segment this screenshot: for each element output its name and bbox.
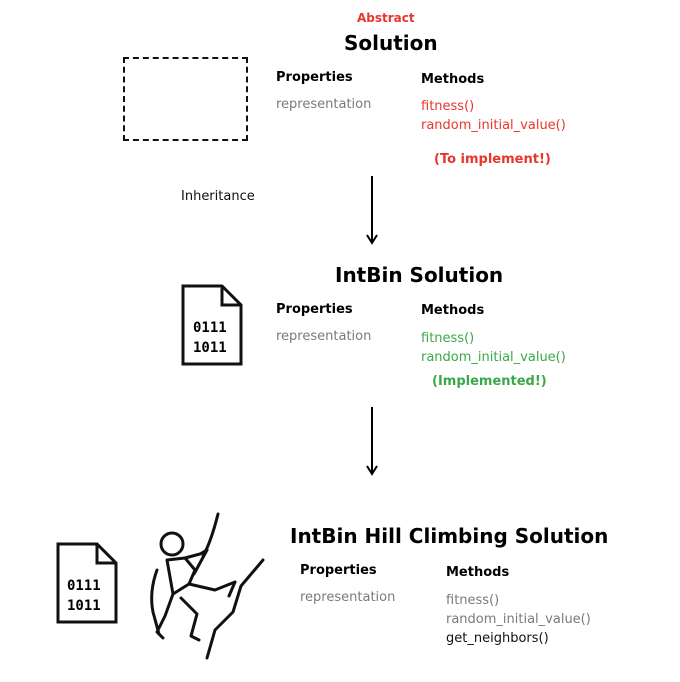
solution-properties-header: Properties [276,70,353,85]
intbin-title: IntBin Solution [335,263,504,287]
to-implement-note: (To implement!) [434,152,551,167]
inheritance-label: Inheritance [181,189,255,204]
hill-climbing-title: IntBin Hill Climbing Solution [290,524,609,548]
intbin-icon-binary-text: 0111 1011 [193,318,227,358]
abstract-label: Abstract [357,11,415,25]
intbin-methods-header: Methods [421,303,485,318]
solution-methods-list: fitness() random_initial_value() [421,97,566,135]
intbin-property: representation [276,329,372,344]
intbin-methods-list: fitness() random_initial_value() [421,329,566,367]
hill-inherited-method: random_initial_value() [446,612,591,627]
solution-title: Solution [344,31,438,55]
hill-property: representation [300,590,396,605]
hill-methods-header: Methods [446,565,510,580]
hill-new-method: get_neighbors() [446,631,549,646]
solution-methods-header: Methods [421,72,485,87]
solution-method: random_initial_value() [421,118,566,133]
solution-method: fitness() [421,99,475,114]
hill-inherited-method: fitness() [446,593,500,608]
hill-properties-header: Properties [300,563,377,578]
binary-line: 0111 [193,320,227,336]
hill-methods-list: fitness() random_initial_value() get_nei… [446,591,591,648]
binary-line: 0111 [67,578,101,594]
abstract-placeholder-box [123,57,248,141]
inheritance-arrow-2 [366,407,378,476]
intbin-properties-header: Properties [276,302,353,317]
rock-climber-icon [150,512,265,660]
intbin-method: fitness() [421,331,475,346]
implemented-note: (Implemented!) [432,374,547,389]
binary-file-icon [181,284,243,366]
hill-icon-binary-text: 0111 1011 [67,576,101,616]
binary-file-icon [56,542,118,624]
binary-line: 1011 [67,598,101,614]
solution-property: representation [276,97,372,112]
binary-line: 1011 [193,340,227,356]
inheritance-arrow-1 [366,176,378,245]
intbin-method: random_initial_value() [421,350,566,365]
